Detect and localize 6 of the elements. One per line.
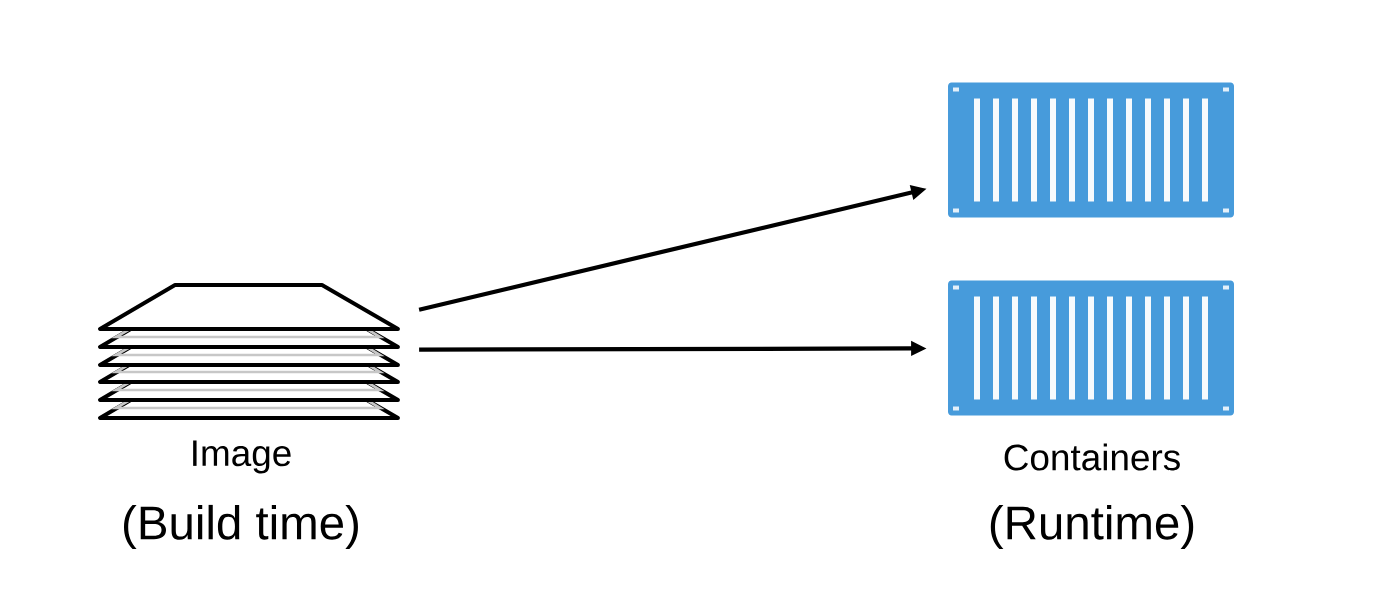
shipping-container-drawing xyxy=(948,280,1234,416)
shipping-container-drawing xyxy=(948,82,1234,218)
caption-text: (Build time) xyxy=(124,504,358,550)
layer-stack-drawing xyxy=(98,283,400,420)
caption-text: (Runtime) xyxy=(990,504,1194,550)
caption-text: Image xyxy=(193,440,291,474)
